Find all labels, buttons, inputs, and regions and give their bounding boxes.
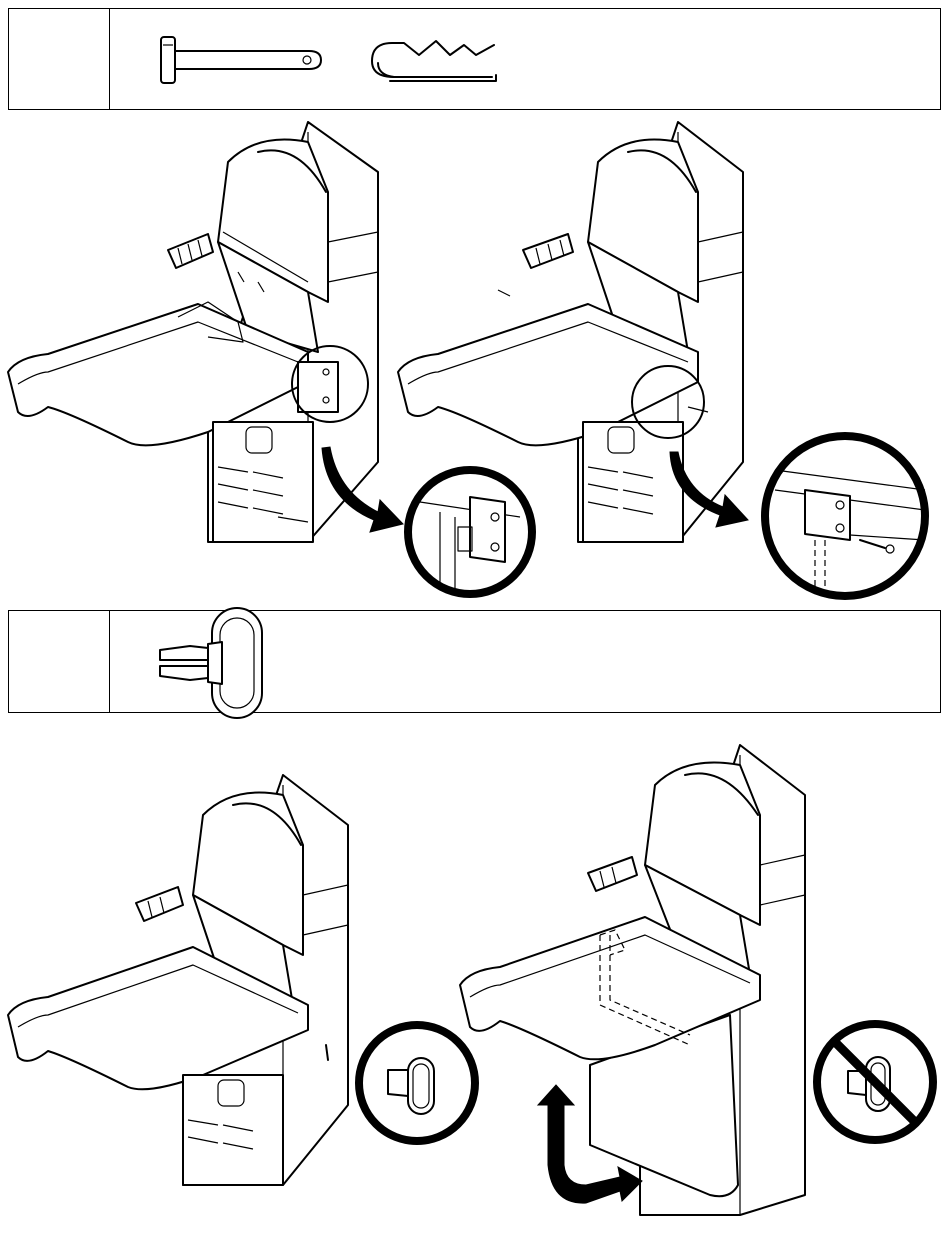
parts-panel-label-cell: [9, 611, 110, 712]
step-3-illustration: [8, 775, 348, 1185]
clevis-pin-icon: [149, 29, 329, 89]
hairpin-cotter-clip-icon: [364, 31, 514, 91]
step-2-illustration: [398, 122, 743, 602]
parts-panel-2: [8, 610, 941, 713]
step-4-illustration: [460, 745, 805, 1225]
pin-insert-detail-circle: [755, 430, 935, 602]
push-pin-fastener-icon: [150, 604, 270, 722]
step-1-illustration: [8, 122, 378, 602]
prohibited-detail-circle: [808, 1015, 943, 1150]
parts-panel-1: [8, 8, 941, 110]
parts-panel-label-cell: [9, 9, 110, 109]
